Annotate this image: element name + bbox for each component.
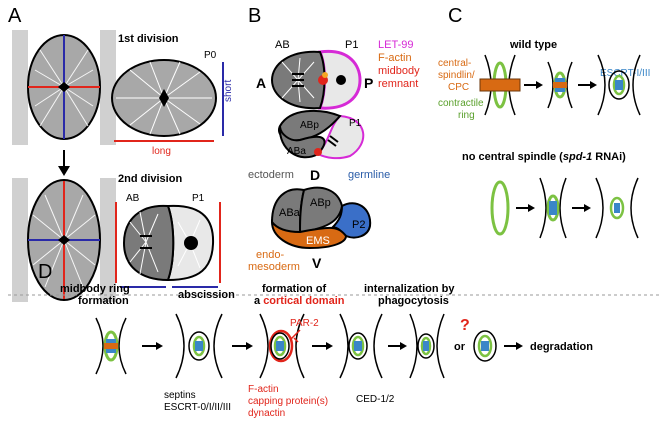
arrow-icon <box>312 342 333 350</box>
central-spindlin-label-3: CPC <box>448 82 469 93</box>
capping-label: capping protein(s) <box>248 396 328 407</box>
b-p1-label: P1 <box>345 39 358 51</box>
two-cell-embryo <box>122 204 215 282</box>
central-spindlin-label-1: central- <box>438 58 471 69</box>
or-label: or <box>454 341 466 353</box>
septins-label: septins <box>164 390 196 401</box>
legend-midbody: midbody <box>378 65 420 77</box>
b-four-cell-top: ABp ABa P1 <box>278 109 365 160</box>
contractile-label-2: ring <box>458 110 475 121</box>
first-division-label: 1st division <box>118 33 179 45</box>
wt-stage-2 <box>547 61 573 109</box>
germline-label: germline <box>348 169 390 181</box>
d-stage-6 <box>473 330 497 362</box>
degradation-label: degradation <box>530 341 593 353</box>
ns-stage-3 <box>595 177 639 239</box>
long-label: long <box>152 146 171 157</box>
p0-cell <box>111 59 217 137</box>
b-two-cell <box>270 49 362 110</box>
b-ab-label: AB <box>275 39 290 51</box>
h-intern-1: internalization by <box>364 283 455 295</box>
mesoderm-label: mesoderm <box>248 261 300 273</box>
arrow-icon <box>516 204 535 212</box>
second-division-label: 2nd division <box>118 173 182 185</box>
ns-stage-1 <box>490 180 510 236</box>
central-spindlin-label-2: spindlin/ <box>438 70 475 81</box>
h-cortical-2: a cortical domain <box>254 295 345 307</box>
b-aba: ABa <box>279 207 301 219</box>
arrow-icon <box>524 81 543 89</box>
wt-stage-1 <box>479 54 521 116</box>
par2-arrow-icon <box>289 329 301 343</box>
h-abscission: abscission <box>178 289 235 301</box>
h-cortical-1: formation of <box>262 283 326 295</box>
panel-c-letter: C <box>448 5 462 27</box>
d-stage-4 <box>339 313 383 379</box>
h-midbody-2: formation <box>78 295 129 307</box>
arrow-icon <box>572 204 591 212</box>
ns-stage-2 <box>539 177 567 239</box>
legend-factin: F-actin <box>378 52 412 64</box>
d-stage-2 <box>175 313 223 379</box>
d-stage-3 <box>259 313 305 379</box>
p1-label: P1 <box>192 193 205 204</box>
b-p1-top: P1 <box>349 118 362 129</box>
ectoderm-label: ectoderm <box>248 169 294 181</box>
d-stage-1 <box>95 317 127 375</box>
panel-d: D midbody ring formation abscission form… <box>38 261 593 419</box>
d-stage-5 <box>409 313 445 379</box>
p0-cell-left <box>27 34 101 140</box>
v-label: V <box>312 255 322 271</box>
panel-a: A <box>8 5 234 302</box>
arrow-icon <box>504 342 523 350</box>
no-spindle-label: no central spindle (spd-1 RNAi) <box>462 151 626 163</box>
b-a-label: A <box>256 75 266 91</box>
b-ems: EMS <box>306 235 330 247</box>
constraint-bar-right <box>100 30 116 145</box>
p0-label: P0 <box>204 50 217 61</box>
arrow-icon <box>578 81 597 89</box>
wild-type-label: wild type <box>509 39 557 51</box>
constraint-bar-left <box>12 30 28 145</box>
b-aba-top: ABa <box>287 146 306 157</box>
arrow-icon <box>388 342 407 350</box>
panel-b: B AB P1 A P LET-99 F-actin midbody remna… <box>248 5 420 273</box>
ced-label: CED-1/2 <box>356 394 395 405</box>
endo-label: endo- <box>256 249 284 261</box>
legend-let99: LET-99 <box>378 39 413 51</box>
constraint-bar-right-2 <box>100 178 116 302</box>
panel-b-letter: B <box>248 5 261 27</box>
b-p-label: P <box>364 75 373 91</box>
constraint-bar-left-2 <box>12 178 28 302</box>
escrt-d-label: ESCRT-0/I/II/III <box>164 402 231 413</box>
b-abp: ABp <box>310 197 331 209</box>
legend-remnant: remnant <box>378 78 418 90</box>
arrow-down-icon <box>58 150 70 176</box>
contractile-label-1: contractile <box>438 98 484 109</box>
h-midbody-1: midbody ring <box>60 283 130 295</box>
d-label: D <box>310 167 320 183</box>
b-p2: P2 <box>352 219 365 231</box>
panel-a-letter: A <box>8 5 22 27</box>
h-intern-2: phagocytosis <box>378 295 449 307</box>
p0-cell-left-rotated <box>27 179 101 301</box>
question-label: ? <box>460 317 470 334</box>
arrow-icon <box>142 342 163 350</box>
panel-d-letter: D <box>38 261 52 283</box>
panel-c: C wild type central- spindlin/ CPC contr… <box>438 5 650 239</box>
factin-label: F-actin <box>248 384 279 395</box>
short-label: short <box>223 80 234 102</box>
wt-stage-3 <box>597 54 641 116</box>
par2-label: PAR-2 <box>290 318 319 329</box>
dynactin-label: dynactin <box>248 408 285 419</box>
b-abp-top: ABp <box>300 120 319 131</box>
ab-label: AB <box>126 193 140 204</box>
arrow-icon <box>232 342 253 350</box>
b-four-cell-fates: ABa ABp P2 EMS <box>270 186 372 250</box>
